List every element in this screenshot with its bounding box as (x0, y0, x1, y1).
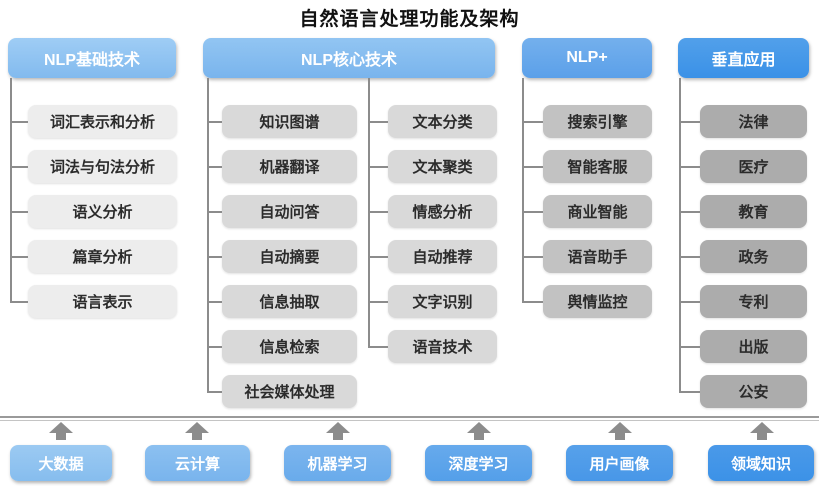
diagram-node: 智能客服 (522, 150, 652, 183)
arrow-stem (757, 433, 767, 440)
diagram-node: 文字识别 (368, 285, 497, 318)
column-header-nlp-core: NLP核心技术 (203, 38, 495, 78)
foundation-node-user-profile: 用户画像 (566, 445, 673, 481)
diagram-node: 词法与句法分析 (10, 150, 177, 183)
arrow-head (326, 422, 350, 433)
diagram-node: 搜索引擎 (522, 105, 652, 138)
foundation-node-cloud-computing: 云计算 (145, 445, 250, 481)
diagram-node: 语音助手 (522, 240, 652, 273)
diagram-node: 政务 (679, 240, 807, 273)
up-arrow-icon (750, 422, 774, 440)
arrow-head (608, 422, 632, 433)
diagram-node: 语言表示 (10, 285, 177, 318)
arrow-head (49, 422, 73, 433)
diagram-node: 篇章分析 (10, 240, 177, 273)
column-header-nlp-plus: NLP+ (522, 38, 652, 78)
up-arrow-icon (326, 422, 350, 440)
diagram-node: 专利 (679, 285, 807, 318)
diagram-node: 信息抽取 (207, 285, 357, 318)
foundation-node-machine-learning: 机器学习 (284, 445, 391, 481)
diagram-node: 商业智能 (522, 195, 652, 228)
diagram-title: 自然语言处理功能及架构 (299, 9, 520, 30)
diagram-node: 自动推荐 (368, 240, 497, 273)
arrow-head (185, 422, 209, 433)
diagram-node: 文本分类 (368, 105, 497, 138)
connector-line (679, 78, 681, 392)
diagram-node: 自动摘要 (207, 240, 357, 273)
foundation-node-deep-learning: 深度学习 (425, 445, 532, 481)
diagram-node: 法律 (679, 105, 807, 138)
arrow-head (750, 422, 774, 433)
foundation-node-domain-knowledge: 领域知识 (708, 445, 814, 481)
diagram-node: 自动问答 (207, 195, 357, 228)
column-nlp-plus: 搜索引擎 智能客服 商业智能 语音助手 舆情监控 (522, 105, 652, 318)
arrow-stem (56, 433, 66, 440)
diagram-node: 语音技术 (368, 330, 497, 363)
column-vertical-apps: 法律 医疗 教育 政务 专利 出版 公安 (679, 105, 807, 408)
column-nlp-core-right: 文本分类 文本聚类 情感分析 自动推荐 文字识别 语音技术 (368, 105, 497, 363)
diagram-node: 教育 (679, 195, 807, 228)
arrow-stem (192, 433, 202, 440)
arrow-stem (333, 433, 343, 440)
connector-line (522, 78, 524, 302)
column-nlp-basic: 词汇表示和分析 词法与句法分析 语义分析 篇章分析 语言表示 (10, 105, 177, 318)
arrow-stem (615, 433, 625, 440)
column-nlp-core-left: 知识图谱 机器翻译 自动问答 自动摘要 信息抽取 信息检索 社会媒体处理 (207, 105, 357, 408)
diagram-node: 知识图谱 (207, 105, 357, 138)
diagram-node: 词汇表示和分析 (10, 105, 177, 138)
column-header-nlp-basic: NLP基础技术 (8, 38, 176, 78)
diagram-node: 文本聚类 (368, 150, 497, 183)
arrow-head (467, 422, 491, 433)
column-header-vertical-apps: 垂直应用 (678, 38, 809, 78)
diagram-node: 社会媒体处理 (207, 375, 357, 408)
foundation-node-big-data: 大数据 (10, 445, 112, 481)
up-arrow-icon (608, 422, 632, 440)
diagram-node: 公安 (679, 375, 807, 408)
connector-line (207, 78, 209, 392)
arrow-stem (474, 433, 484, 440)
diagram-node: 信息检索 (207, 330, 357, 363)
diagram-node: 语义分析 (10, 195, 177, 228)
diagram-node: 医疗 (679, 150, 807, 183)
diagram-node: 机器翻译 (207, 150, 357, 183)
up-arrow-icon (467, 422, 491, 440)
up-arrow-icon (185, 422, 209, 440)
up-arrow-icon (49, 422, 73, 440)
diagram-node: 出版 (679, 330, 807, 363)
diagram-node: 情感分析 (368, 195, 497, 228)
connector-line (10, 78, 12, 302)
platform-divider-line (0, 416, 819, 421)
connector-line (368, 78, 370, 347)
diagram-node: 舆情监控 (522, 285, 652, 318)
